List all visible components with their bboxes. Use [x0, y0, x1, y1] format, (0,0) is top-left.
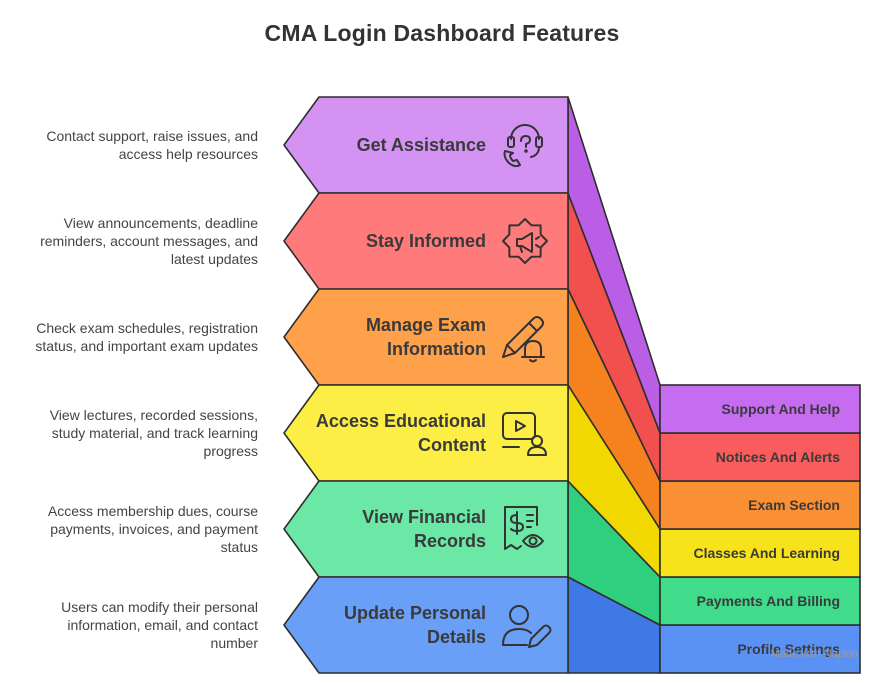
- feature-description: Contact support, raise issues, and acces…: [46, 128, 258, 162]
- watermark: Made with Napkin: [770, 648, 858, 660]
- side-row-tab: [659, 624, 861, 674]
- feature-band: [283, 576, 569, 674]
- invoice-eye-icon: [504, 506, 544, 550]
- megaphone-gear-icon: [502, 218, 548, 264]
- feature-description: Access membership dues, course payments,…: [47, 503, 258, 555]
- diagram-faces: [283, 96, 861, 674]
- side-row-label: Support And Help: [721, 401, 840, 417]
- side-row-label: Classes And Learning: [693, 545, 840, 561]
- feature-description: View announcements, deadline reminders, …: [40, 215, 258, 267]
- video-lecture-icon: [502, 412, 547, 456]
- user-edit-icon: [502, 605, 552, 648]
- feature-label: View Financial Records: [362, 507, 486, 551]
- pencil-bell-icon: [502, 316, 545, 363]
- side-row-tab: [659, 384, 861, 434]
- side-row-tab: [659, 576, 861, 626]
- feature-description: Users can modify their personal informat…: [61, 599, 258, 651]
- side-row-tab: [659, 480, 861, 530]
- feature-description: View lectures, recorded sessions, study …: [49, 407, 258, 459]
- feature-label: Stay Informed: [365, 231, 486, 251]
- side-row-label: Profile Settings: [737, 641, 840, 657]
- headset-phone-icon: [503, 124, 543, 168]
- side-row-label: Payments And Billing: [696, 593, 840, 609]
- diagram-icons: [502, 124, 552, 648]
- side-row-label: Notices And Alerts: [715, 449, 840, 465]
- feature-label: Manage Exam Information: [365, 315, 486, 359]
- side-row-label: Exam Section: [748, 497, 840, 513]
- feature-label: Get Assistance: [356, 135, 486, 155]
- side-row-tab: [659, 432, 861, 482]
- feature-description: Check exam schedules, registration statu…: [35, 320, 258, 354]
- feature-label: Update Personal Details: [343, 603, 486, 647]
- feature-label: Access Educational Content: [315, 411, 486, 455]
- page-title: CMA Login Dashboard Features: [264, 20, 620, 46]
- side-row-tab: [659, 528, 861, 578]
